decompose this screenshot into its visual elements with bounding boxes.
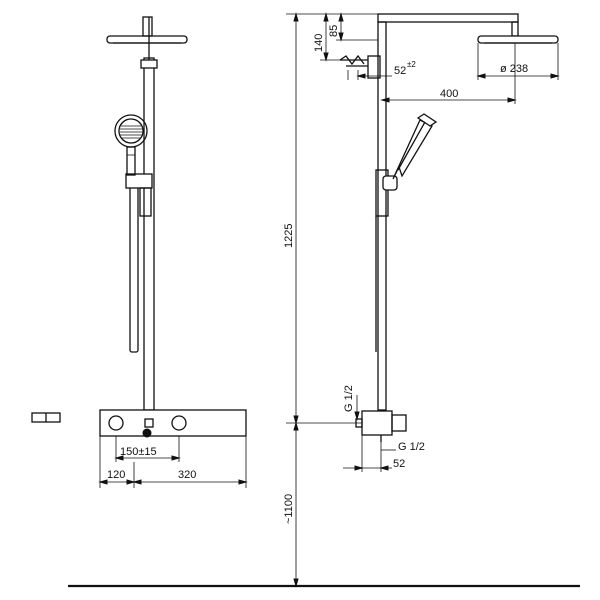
dimension-head-diameter: ø 238 xyxy=(476,43,560,80)
front-view: 150±15 120 320 xyxy=(31,16,248,488)
dim-120-label: 120 xyxy=(107,469,125,481)
side-slide-bar xyxy=(375,169,398,352)
side-view: 1225 ~1100 140 85 xyxy=(283,12,560,588)
dimension-arm-length: 400 xyxy=(380,43,517,104)
wall-bracket xyxy=(339,54,381,79)
dim-head-diameter-label: ø 238 xyxy=(500,63,528,75)
dimension-floor: ~1100 xyxy=(283,421,362,588)
dim-400-label: 400 xyxy=(440,88,458,100)
dim-52-offset-label: 52 xyxy=(394,65,406,77)
dimension-widths: 120 320 xyxy=(98,436,248,488)
front-riser-pipe xyxy=(140,17,158,411)
dimension-top-offsets: 140 85 xyxy=(313,12,378,62)
left-control-knob xyxy=(108,415,124,431)
dimension-bracket-offset: 52 ±2 xyxy=(347,60,416,80)
side-hand-shower xyxy=(392,113,438,180)
inlet-g12-vertical-label: G 1/2 xyxy=(343,385,355,412)
dim-140-label: 140 xyxy=(313,34,325,52)
shower-arm xyxy=(377,13,519,37)
side-overhead-shower-head xyxy=(477,35,559,44)
dimension-1225: 1225 xyxy=(283,12,378,425)
front-thermostat-body xyxy=(99,409,247,438)
dim-85-label: 85 xyxy=(328,25,340,37)
front-hand-shower xyxy=(114,114,148,176)
dimension-depth-52: 52 xyxy=(343,435,405,472)
dim-52-offset-tolerance: ±2 xyxy=(407,60,416,69)
side-thermostat-body xyxy=(355,410,407,442)
shelf-symbol xyxy=(31,412,61,423)
inlet-g12-horizontal-label: G 1/2 xyxy=(398,441,425,453)
front-overhead-shower-head xyxy=(106,16,188,44)
dim-depth-52-label: 52 xyxy=(393,458,405,470)
callout-inlet-vertical: G 1/2 xyxy=(343,385,360,421)
dim-320-label: 320 xyxy=(178,469,196,481)
dimension-centers: 150±15 xyxy=(114,436,181,462)
right-control-knob xyxy=(171,415,187,431)
dim-1100-label: ~1100 xyxy=(283,494,295,524)
front-slide-bar xyxy=(125,173,153,353)
callout-inlet-horizontal: G 1/2 xyxy=(380,441,425,454)
dim-centers-label: 150±15 xyxy=(120,446,157,458)
dim-1225-label: 1225 xyxy=(283,224,295,248)
